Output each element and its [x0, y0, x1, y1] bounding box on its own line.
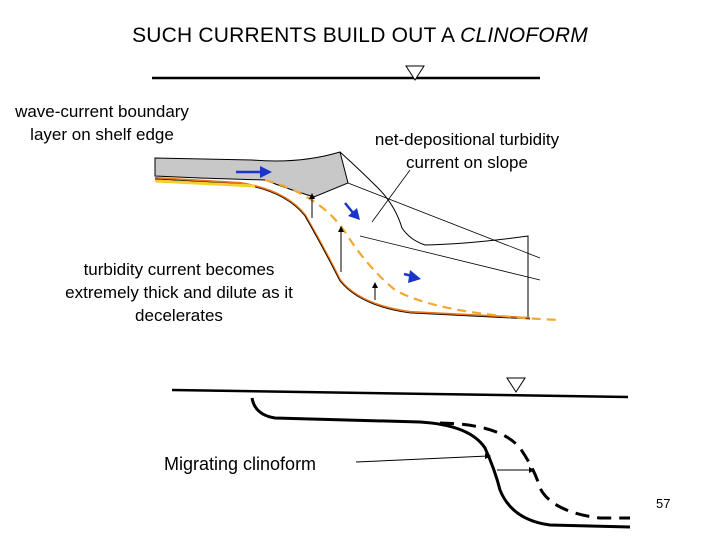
shelf-edge-current-body: [154, 151, 349, 198]
flow-arrow-icon: [236, 166, 272, 178]
clinoform-profile-future: [439, 421, 630, 520]
dilute-current-top: [264, 178, 561, 322]
leader-net-depositional: [371, 169, 411, 223]
label-wave-current: wave-current boundary layer on shelf edg…: [15, 102, 189, 144]
clinoform-profile-current: [250, 397, 631, 529]
label-migrating-clinoform: Migrating clinoform: [164, 454, 317, 474]
label-net-depositional: net-depositional turbidity current on sl…: [374, 130, 560, 172]
shelf-boundary-layer: [154, 179, 256, 188]
current-back-line: [347, 182, 541, 259]
leader-migrating: [355, 453, 491, 463]
sea-floor-profile: [154, 176, 531, 320]
label-turbidity-thick: turbidity current becomes extremely thic…: [65, 260, 293, 325]
current-back-line-2: [359, 235, 541, 281]
water-level-triangle-icon: [506, 377, 526, 393]
slide-title: SUCH CURRENTS BUILD OUT A CLINOFORM: [0, 24, 720, 48]
slope-current-outline: [339, 151, 529, 318]
title-emphasis: CLINOFORM: [460, 24, 588, 47]
flow-arrow-icon: [403, 270, 421, 283]
sea-floor-profile-dark: [154, 178, 531, 320]
water-level-triangle-icon: [405, 65, 425, 81]
title-main: SUCH CURRENTS BUILD OUT A: [132, 24, 461, 47]
sea-surface-line-bottom: [171, 388, 629, 399]
page-number: 57: [656, 496, 671, 511]
flow-arrow-icon: [344, 202, 360, 220]
